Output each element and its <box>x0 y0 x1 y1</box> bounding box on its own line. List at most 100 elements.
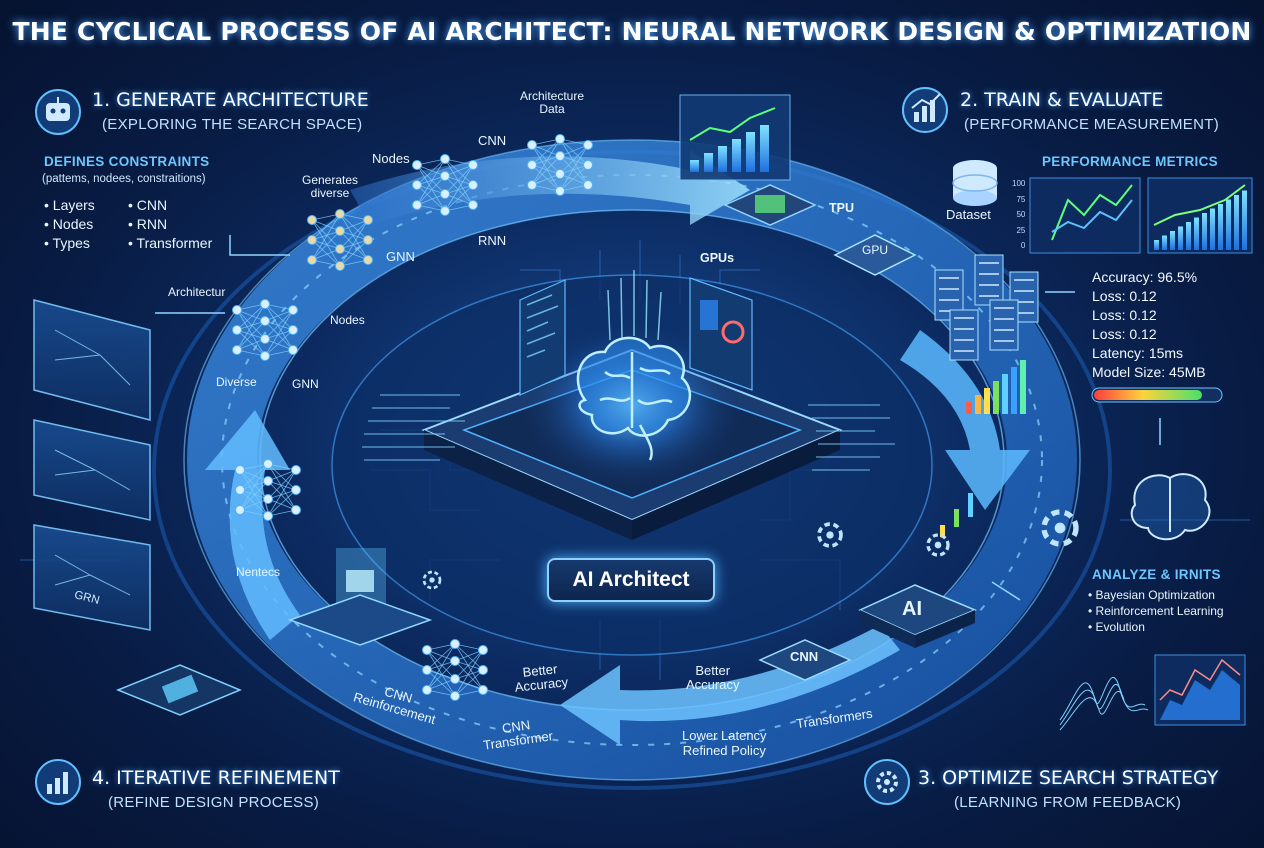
metrics-heading: PERFORMANCE METRICS <box>1042 154 1218 169</box>
tpu-chip <box>723 184 817 226</box>
tick-label: 50 <box>1016 210 1026 219</box>
bar-chart-icon <box>35 759 81 805</box>
metrics-bar-chart <box>1147 177 1253 254</box>
gpu-chip <box>833 234 917 276</box>
settings-gear-icon <box>864 759 910 805</box>
neural-network-icon <box>235 459 301 521</box>
ai-architect-label: AI Architect <box>572 568 690 591</box>
brain-icon <box>576 336 692 461</box>
label-gpus: GPUs <box>700 251 735 265</box>
server-rack <box>989 299 1019 351</box>
constraint-list-left: • Layers • Nodes • Types <box>44 196 95 253</box>
cnn-chip <box>758 639 852 681</box>
methods-list: • Bayesian Optimization • Reinforcement … <box>1088 587 1224 635</box>
server-rack <box>949 309 979 361</box>
metrics-list: Accuracy: 96.5% Loss: 0.12 Loss: 0.12 Lo… <box>1092 268 1206 382</box>
constraint-item: • Layers <box>44 197 95 213</box>
connector-lines <box>155 235 1161 601</box>
growth-chart-icon <box>902 87 948 133</box>
label-tpu: TPU <box>829 201 854 215</box>
analyze-heading: ANALYZE & IRNITS <box>1092 567 1221 582</box>
wave-chart <box>1059 677 1149 731</box>
label-gpu-chip: GPU <box>862 243 889 257</box>
metric-item: Latency: 15ms <box>1092 345 1184 361</box>
label-dataset: Dataset <box>946 207 991 222</box>
neural-network-icon <box>307 209 373 271</box>
server-rack <box>974 254 1004 306</box>
method-item: • Evolution <box>1088 620 1145 634</box>
tick-label: 75 <box>1016 194 1026 204</box>
label-architecture-data: Architecture Data <box>520 89 585 117</box>
label-lower-latency: Lower Latency Refined Policy <box>682 728 767 758</box>
progress-bar <box>1091 387 1223 403</box>
label-gnn-top: GNN <box>386 249 415 264</box>
page-title: THE CYCLICAL PROCESS OF AI ARCHITECT: NE… <box>12 17 1252 46</box>
label-nodes-top: Nodes <box>372 151 410 166</box>
light-beams <box>607 270 662 341</box>
metrics-y-ticks: 100 75 50 25 0 <box>1012 176 1025 254</box>
server-racks <box>934 254 1039 361</box>
robot-icon <box>35 89 81 135</box>
step2-subtitle: (PERFORMANCE MEASUREMENT) <box>964 116 1220 133</box>
step2-title: 2. TRAIN & EVALUATE <box>960 89 1164 111</box>
constraint-item: • CNN <box>128 197 168 213</box>
step3-title: 3. OPTIMIZE SEARCH STRATEGY <box>918 767 1219 789</box>
label-better-accuracy-right: Better Accuracy <box>686 663 740 693</box>
constraint-item: • Transformer <box>128 235 213 251</box>
bar-icon-top <box>679 94 791 181</box>
metric-item: Loss: 0.12 <box>1092 326 1157 342</box>
gear-icon <box>817 522 843 548</box>
constraints-subtext: (pattems, nodees, constraitions) <box>42 173 206 185</box>
metric-item: Loss: 0.12 <box>1092 307 1157 323</box>
label-generates-diverse: Generates diverse <box>302 173 359 201</box>
left-panels <box>33 299 151 631</box>
step1-subtitle: (EXPLORING THE SEARCH SPACE) <box>102 116 363 133</box>
server-rack <box>1009 271 1039 323</box>
step1-title: 1. GENERATE ARCHITECTURE <box>92 89 369 111</box>
ring-outer-edge <box>183 139 1081 781</box>
metric-item: Model Size: 45MB <box>1092 364 1206 380</box>
small-chip-bottom-left <box>115 664 242 716</box>
neural-network-icons <box>232 134 593 701</box>
label-cnn-chip: CNN <box>790 649 819 664</box>
dataset-icon <box>952 160 998 206</box>
area-chart <box>1154 654 1246 726</box>
gear-icons <box>422 509 1079 590</box>
ai-architect-label-box: AI Architect <box>547 558 715 602</box>
analyze-brain-icon <box>1130 473 1211 541</box>
metric-item: Accuracy: 96.5% <box>1092 269 1198 285</box>
label-cnn: CNN <box>478 133 507 148</box>
arrow-right <box>900 330 1030 510</box>
label-gnn-mid: GNN <box>292 377 319 391</box>
constraint-item: • RNN <box>128 216 168 232</box>
arrow-top <box>350 150 750 225</box>
metrics-line-chart <box>1029 177 1141 254</box>
glow-pillar <box>287 548 433 646</box>
gear-icon <box>1041 509 1079 547</box>
code-screens <box>362 277 895 471</box>
neural-network-icon <box>232 299 298 361</box>
gear-icon <box>926 533 950 557</box>
tick-label: 100 <box>1012 179 1026 188</box>
step3-subtitle: (LEARNING FROM FEEDBACK) <box>954 794 1182 811</box>
constraint-item: • Types <box>44 235 90 251</box>
arrow-bottom <box>560 625 900 745</box>
ai-chip <box>858 584 977 648</box>
gear-icon <box>422 570 442 590</box>
label-rnn: RNN <box>478 233 507 248</box>
method-item: • Bayesian Optimization <box>1088 588 1215 602</box>
method-item: • Reinforcement Learning <box>1088 604 1224 618</box>
label-architectur: Architectur <box>168 285 226 299</box>
constraint-item: • Nodes <box>44 216 94 232</box>
constraints-heading: DEFINES CONSTRAINTS <box>44 154 210 169</box>
constraint-list-right: • CNN • RNN • Transformer <box>128 196 212 253</box>
metric-item: Loss: 0.12 <box>1092 288 1157 304</box>
label-nodes-mid: Nodes <box>330 313 365 327</box>
bar-icon-mid-right <box>940 360 1026 537</box>
label-ai-chip: AI <box>902 598 922 620</box>
neural-network-icon <box>527 134 593 196</box>
step4-subtitle: (REFINE DESIGN PROCESS) <box>108 794 320 811</box>
neural-network-icon <box>412 154 478 216</box>
